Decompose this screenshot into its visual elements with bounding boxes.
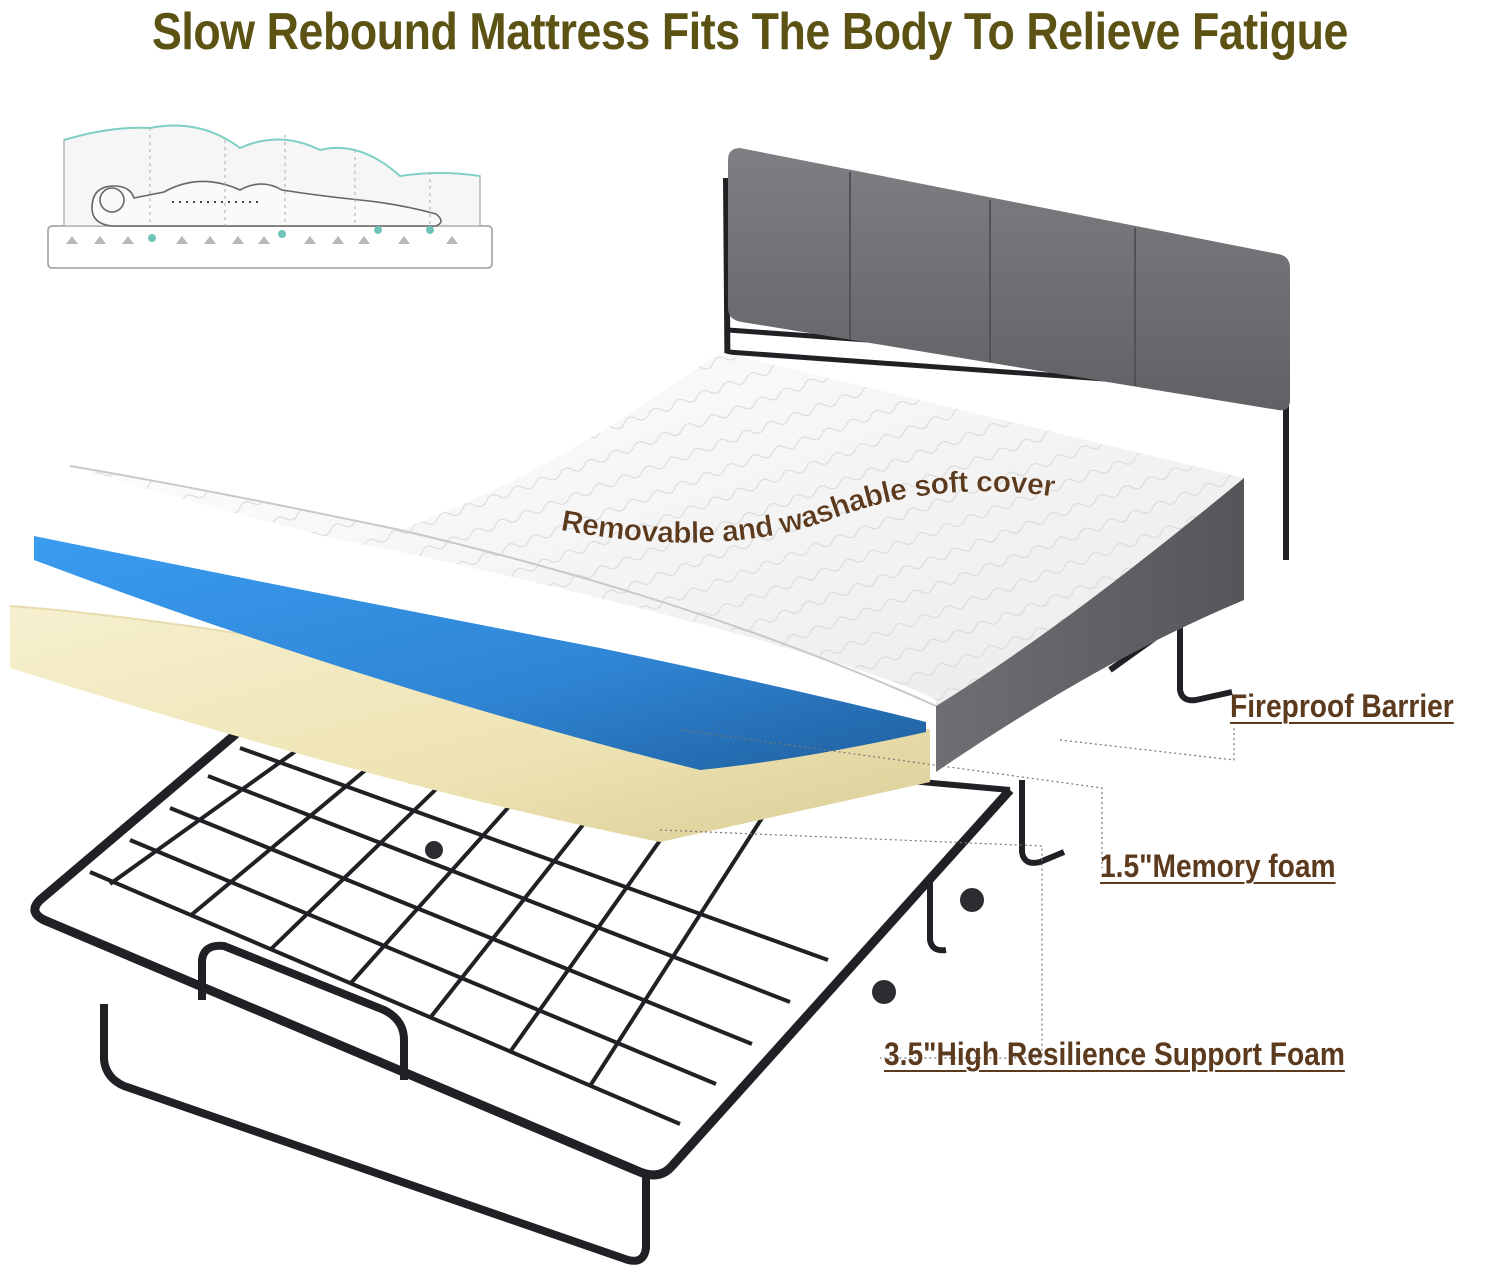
fireproof-barrier-callout: Fireproof Barrier: [1230, 688, 1454, 724]
memory-foam-callout: 1.5"Memory foam: [1100, 848, 1336, 884]
callout-leader-lines: [659, 728, 1235, 1059]
headline: Slow Rebound Mattress Fits The Body To R…: [152, 3, 1348, 61]
support-foam-callout: 3.5"High Resilience Support Foam: [884, 1036, 1345, 1072]
body-support-diagram: [47, 124, 493, 269]
mattress-cover: [69, 352, 1244, 772]
memory-foam-layer: [34, 536, 926, 770]
headboard: [723, 148, 1290, 560]
